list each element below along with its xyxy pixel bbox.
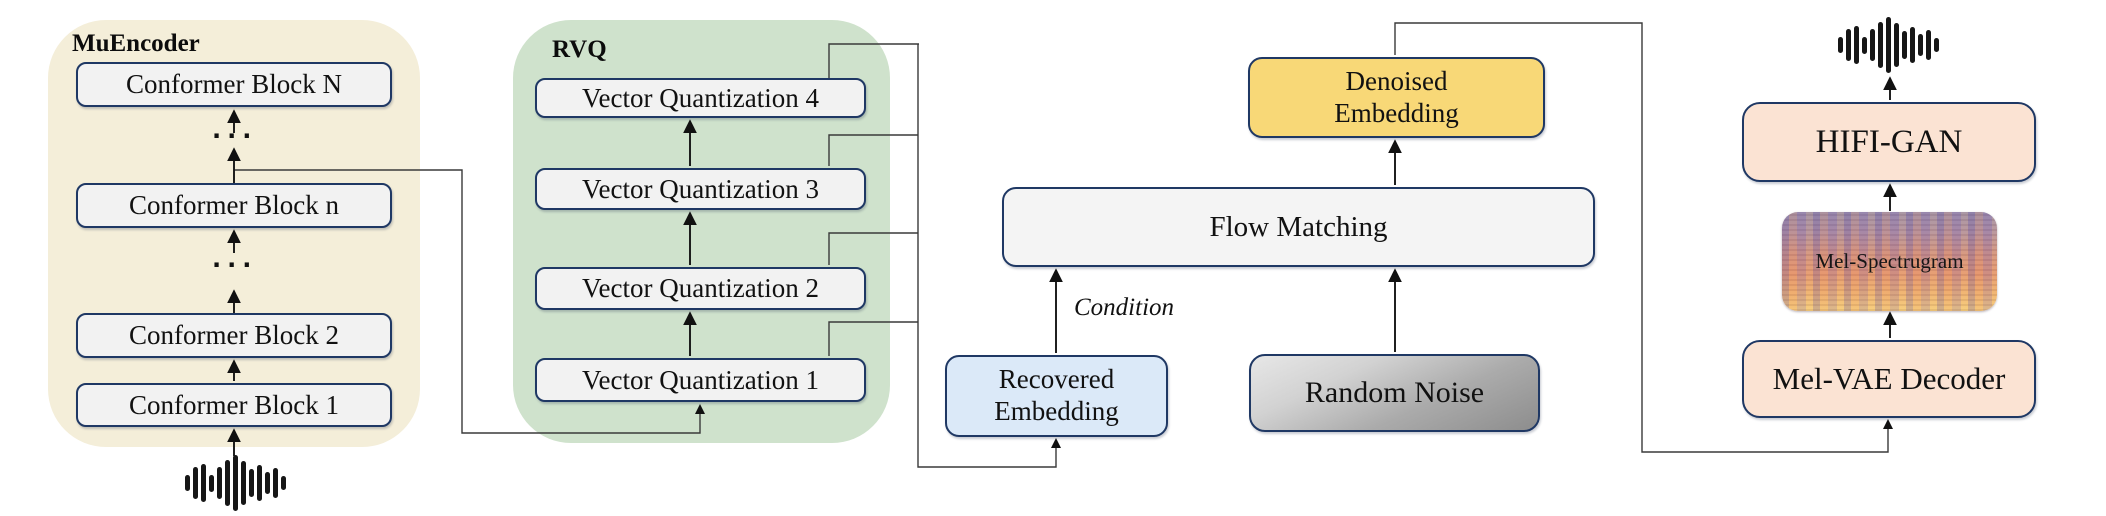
conformer-block-N-label: Conformer Block N bbox=[126, 69, 342, 100]
connector-collector-to-recovered bbox=[917, 44, 1062, 468]
vq2-label: Vector Quantization 2 bbox=[582, 273, 819, 304]
flow-matching-label: Flow Matching bbox=[1209, 210, 1388, 243]
mel-vae-decoder-label: Mel-VAE Decoder bbox=[1772, 360, 2006, 396]
mel-spectrogram-label: Mel-Spectrugram bbox=[1815, 249, 1964, 273]
conformer-block-n: Conformer Block n bbox=[76, 183, 392, 228]
vector-quantization-1: Vector Quantization 1 bbox=[535, 358, 866, 402]
rvq-title: RVQ bbox=[552, 36, 607, 63]
conformer-block-1: Conformer Block 1 bbox=[76, 383, 392, 427]
condition-label: Condition bbox=[1074, 294, 1175, 321]
muencoder-title: MuEncoder bbox=[72, 30, 200, 57]
waveform-icon bbox=[1838, 16, 1939, 74]
connector-muencoder-to-vq1 bbox=[234, 169, 706, 434]
vector-quantization-4: Vector Quantization 4 bbox=[535, 78, 866, 118]
hifigan-box: HIFI-GAN bbox=[1742, 102, 2036, 182]
flow-matching-box: Flow Matching bbox=[1002, 187, 1595, 267]
conformer-block-n-label: Conformer Block n bbox=[129, 190, 339, 221]
waveform-icon bbox=[185, 454, 286, 512]
denoised-line1: Denoised bbox=[1345, 65, 1448, 96]
conformer-block-2-label: Conformer Block 2 bbox=[129, 320, 339, 351]
conformer-block-N: Conformer Block N bbox=[76, 62, 392, 107]
ellipsis-icon: ··· bbox=[212, 251, 258, 279]
connector-vq4-out bbox=[828, 43, 919, 78]
conformer-block-2: Conformer Block 2 bbox=[76, 313, 392, 358]
vq4-label: Vector Quantization 4 bbox=[582, 82, 819, 113]
connector-denoised-to-melvae bbox=[1394, 22, 1894, 453]
mel-vae-decoder-box: Mel-VAE Decoder bbox=[1742, 340, 2036, 418]
mel-spectrogram-image: Mel-Spectrugram bbox=[1782, 212, 1997, 311]
connector-vq2-out bbox=[828, 232, 918, 265]
connector-vq3-out bbox=[828, 134, 918, 166]
denoised-line2: Embedding bbox=[1334, 97, 1459, 128]
vq1-label: Vector Quantization 1 bbox=[582, 364, 819, 395]
vector-quantization-3: Vector Quantization 3 bbox=[535, 168, 866, 210]
recovered-line1: Recovered bbox=[998, 364, 1115, 395]
random-noise-box: Random Noise bbox=[1249, 354, 1540, 432]
vector-quantization-2: Vector Quantization 2 bbox=[535, 267, 866, 310]
connector-vq1-out bbox=[828, 321, 918, 356]
recovered-line2: Embedding bbox=[994, 396, 1119, 426]
conformer-block-1-label: Conformer Block 1 bbox=[129, 389, 339, 420]
ellipsis-icon: ··· bbox=[212, 122, 258, 150]
random-noise-label: Random Noise bbox=[1304, 376, 1485, 410]
vq3-label: Vector Quantization 3 bbox=[582, 173, 819, 204]
hifigan-label: HIFI-GAN bbox=[1815, 123, 1963, 160]
